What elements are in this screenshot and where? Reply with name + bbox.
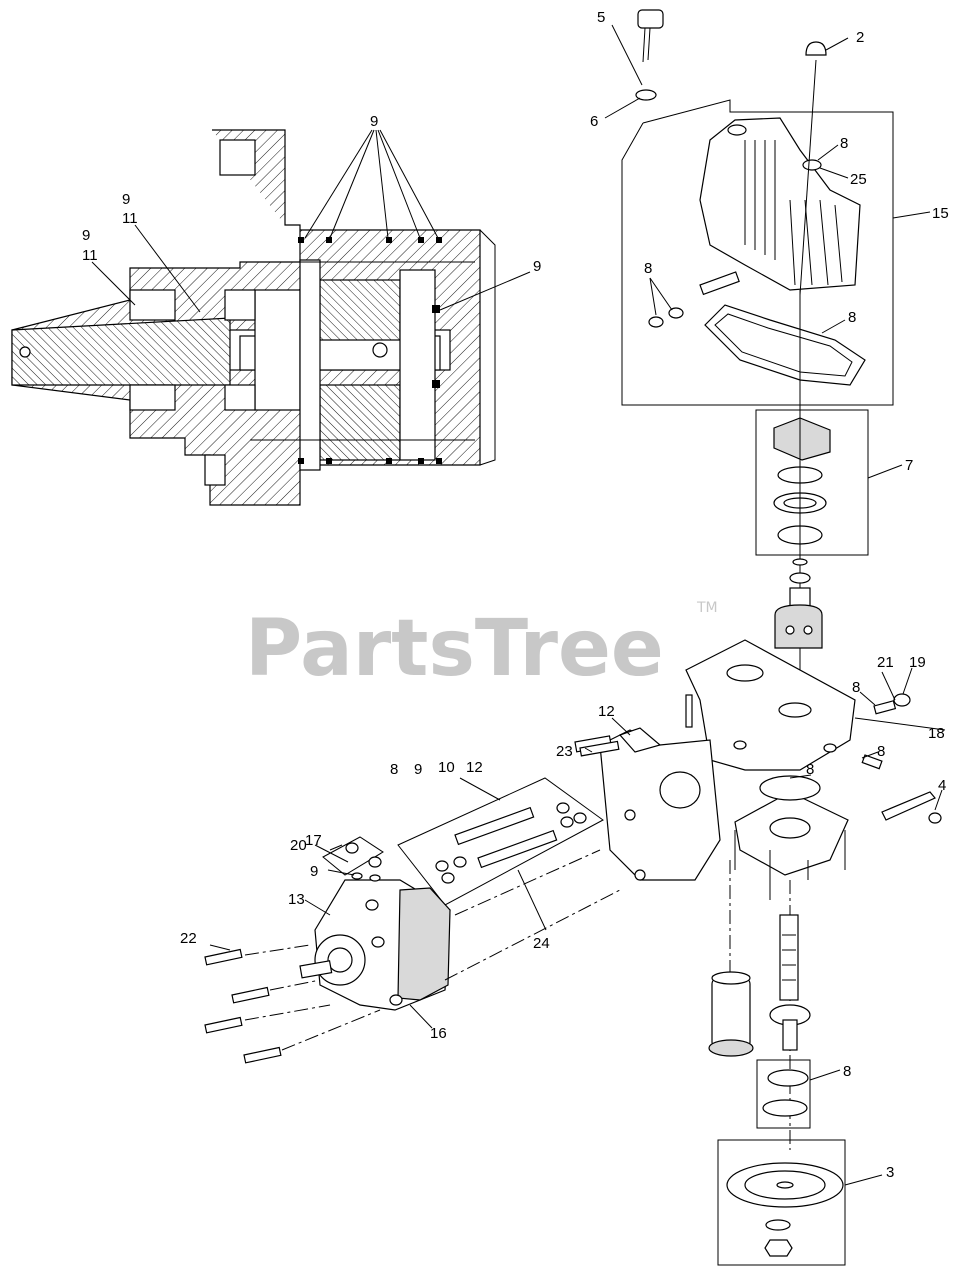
callout-labels: 5 6 2 8 25 15 8 8 7 9 9 11 9 11 9 21 19 …	[82, 9, 949, 1181]
callout-label: 8	[848, 309, 856, 326]
callout-label: 4	[938, 777, 946, 794]
callout-label: 8	[390, 761, 398, 778]
callout-label: 24	[533, 935, 550, 952]
callout-label: 9	[414, 761, 422, 778]
callout-label: 19	[909, 654, 926, 671]
motor-assembly	[204, 740, 621, 1064]
callout-label: 13	[288, 891, 305, 908]
callout-label: 16	[430, 1025, 447, 1042]
callout-label: 11	[82, 247, 98, 264]
callout-label: 8	[852, 679, 860, 696]
callout-label: 23	[556, 743, 573, 760]
callout-label: 8	[840, 135, 848, 152]
callout-label: 3	[886, 1164, 894, 1181]
callout-label: 18	[928, 725, 945, 742]
callout-label: 17	[305, 832, 322, 849]
callout-label: 8	[644, 260, 652, 277]
callout-label: 2	[856, 29, 864, 46]
callout-label: 12	[598, 703, 615, 720]
shaft-group	[708, 860, 846, 1266]
callout-label: 11	[122, 210, 138, 227]
callout-label: 9	[122, 191, 130, 208]
callout-label: 9	[370, 113, 378, 130]
leader-lines	[209, 24, 943, 1186]
callout-label: 10	[438, 759, 455, 776]
section-leaders	[91, 129, 531, 313]
callout-label: 9	[533, 258, 541, 275]
callout-label: 6	[590, 113, 598, 130]
plug-part	[805, 41, 827, 56]
callout-label: 21	[877, 654, 894, 671]
watermark: PartsTree TM	[245, 600, 718, 694]
cross-section-view	[11, 129, 496, 506]
callout-label: 5	[597, 9, 605, 26]
callout-label: 12	[466, 759, 483, 776]
callout-label: 15	[932, 205, 949, 222]
callout-label: 7	[905, 457, 913, 474]
watermark-trademark: TM	[696, 600, 718, 616]
callout-label: 8	[877, 743, 885, 760]
callout-label: 25	[850, 171, 867, 188]
callout-label: 22	[180, 930, 197, 947]
callout-label: 9	[82, 227, 90, 244]
watermark-text: PartsTree	[245, 604, 664, 694]
breather-cap-part	[635, 9, 664, 101]
center-housing	[685, 558, 946, 900]
callout-label: 8	[843, 1063, 851, 1080]
callout-label: 8	[806, 761, 814, 778]
callout-label: 20	[290, 837, 307, 854]
piston-group	[397, 777, 604, 906]
bearing-group	[755, 290, 869, 770]
side-housing	[574, 727, 721, 881]
callout-label: 9	[310, 863, 318, 880]
cover-assembly-group	[621, 9, 894, 406]
